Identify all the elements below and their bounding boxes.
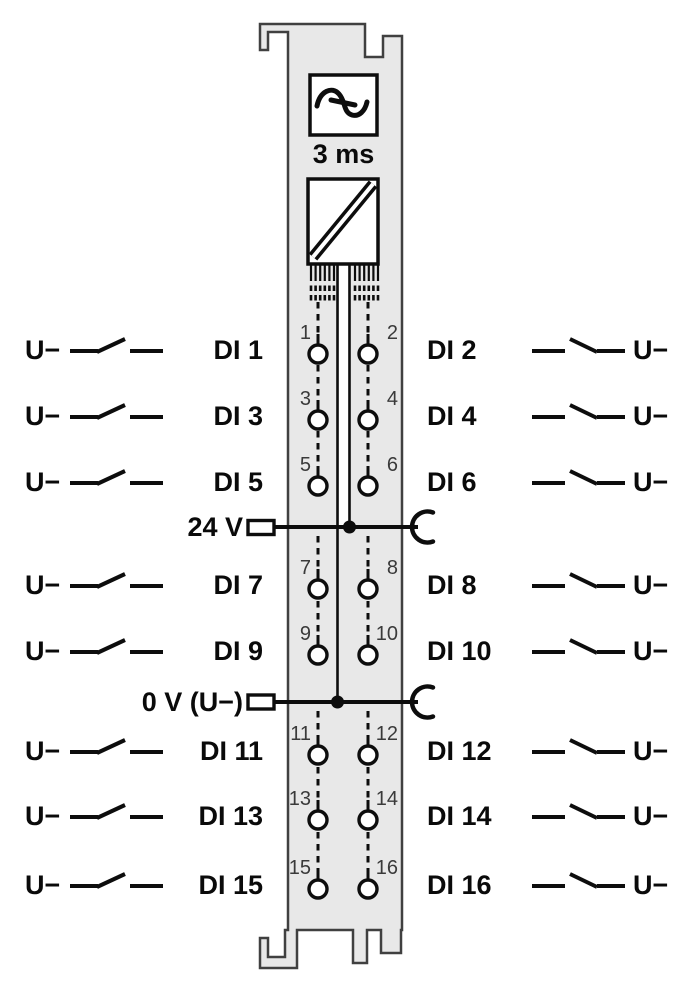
pin-contact — [357, 475, 379, 497]
pin-number: 11 — [290, 723, 311, 745]
channel-label: DI 12 — [427, 736, 492, 766]
source-voltage-label: U− — [25, 335, 61, 365]
sine-wave-bar — [328, 97, 358, 108]
source-voltage-label: U− — [25, 801, 61, 831]
channel-label: DI 15 — [198, 870, 263, 900]
pin-contact — [307, 475, 329, 497]
channel-label: DI 9 — [213, 636, 263, 666]
switch-icon-left — [68, 572, 165, 589]
pin-number: 8 — [386, 557, 398, 579]
junction-dot-icon — [343, 520, 356, 534]
pin-number: 12 — [375, 723, 398, 745]
pin-contact — [307, 644, 329, 666]
plug-terminal-icon — [246, 693, 276, 711]
pin-contact — [357, 878, 379, 900]
filter-time-label: 3 ms — [312, 139, 375, 169]
switch-icon-left — [68, 738, 165, 755]
pin-contact — [307, 878, 329, 900]
source-voltage-label: U− — [633, 467, 669, 497]
source-voltage-label: U− — [25, 467, 61, 497]
ribbon-comb-ticks — [309, 285, 380, 301]
channel-label: DI 13 — [198, 801, 263, 831]
channel-label: DI 11 — [199, 736, 263, 766]
pin-wire-stubs — [316, 334, 370, 881]
switch-icon-left — [68, 337, 165, 354]
bus-channel — [338, 263, 349, 527]
channel-label: DI 2 — [427, 335, 477, 365]
channel-label: DI 8 — [427, 570, 477, 600]
pin-number: 1 — [299, 322, 311, 344]
pin-number: 15 — [288, 857, 311, 879]
junction-dot-icon — [331, 695, 344, 709]
pin-number: 4 — [386, 388, 398, 410]
pin-contact — [307, 578, 329, 600]
return-0v-net — [246, 687, 433, 718]
channel-label: DI 7 — [213, 570, 263, 600]
pin-number: 6 — [386, 454, 398, 476]
source-voltage-label: U− — [633, 636, 669, 666]
pin-contact — [357, 343, 379, 365]
source-voltage-label: U− — [25, 401, 61, 431]
channel-label: DI 1 — [213, 335, 263, 365]
supply-24v-net — [246, 512, 433, 543]
channel-label: DI 14 — [427, 801, 492, 831]
channel-label: DI 10 — [427, 636, 492, 666]
pin-number: 13 — [288, 788, 311, 810]
pin-number: 5 — [299, 454, 311, 476]
source-voltage-label: U− — [633, 801, 669, 831]
pin-contact — [357, 578, 379, 600]
source-voltage-label: U− — [633, 401, 669, 431]
source-voltage-label: U− — [633, 335, 669, 365]
source-voltage-label: U− — [25, 636, 61, 666]
pin-number: 3 — [299, 388, 311, 410]
switch-icon-left — [68, 872, 165, 889]
pin-wires — [316, 302, 370, 881]
pin-contact — [357, 644, 379, 666]
pin-contact — [307, 409, 329, 431]
switch-icon-left — [68, 469, 165, 486]
pin-number: 16 — [375, 857, 398, 879]
source-voltage-label: U− — [25, 736, 61, 766]
return-voltage-label: 0 V (U−) — [141, 687, 243, 717]
source-voltage-label: U− — [633, 736, 669, 766]
source-voltage-label: U− — [633, 870, 669, 900]
pin-contact — [307, 744, 329, 766]
pin-number: 7 — [299, 557, 311, 579]
pin-number: 10 — [375, 623, 398, 645]
channel-label: DI 6 — [427, 467, 477, 497]
pin-number: 2 — [386, 322, 398, 344]
pin-number: 14 — [375, 788, 398, 810]
switch-icon-left — [68, 638, 165, 655]
pin-contact — [357, 744, 379, 766]
source-voltage-label: U− — [633, 570, 669, 600]
pin-contact — [307, 343, 329, 365]
channel-label: DI 4 — [427, 401, 477, 431]
pin-contacts — [307, 343, 379, 900]
sine-wave-icon — [314, 87, 370, 118]
channel-label: DI 3 — [213, 401, 263, 431]
switch-icon-left — [68, 803, 165, 820]
isolation-diagonal-inner — [311, 182, 375, 259]
channel-label: DI 5 — [213, 467, 263, 497]
source-voltage-label: U− — [25, 570, 61, 600]
pin-contact — [357, 809, 379, 831]
pin-contact — [357, 409, 379, 431]
source-voltage-label: U− — [25, 870, 61, 900]
channel-label: DI 16 — [427, 870, 492, 900]
ribbon-comb — [309, 264, 380, 281]
plug-terminal-icon — [246, 518, 276, 537]
switch-icon-left — [68, 403, 165, 420]
supply-voltage-label: 24 V — [187, 512, 243, 542]
pin-number: 9 — [299, 623, 311, 645]
pin-contact — [307, 809, 329, 831]
